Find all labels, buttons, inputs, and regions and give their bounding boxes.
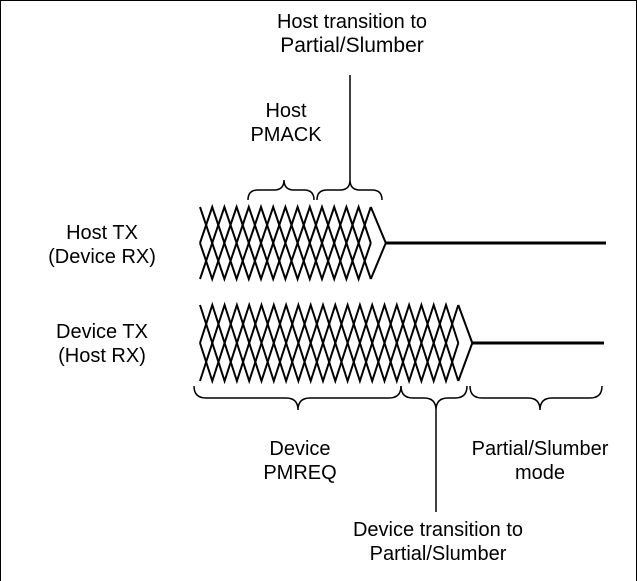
host-tx-label: Host TX (Device RX)	[48, 222, 156, 268]
device-signal-tail	[457, 304, 474, 382]
device-transition-label: Device transition to Partial/Slumber	[352, 519, 524, 565]
device-signal-trace-3	[199, 339, 460, 385]
device-transition-brace	[400, 385, 468, 411]
partial-slumber-brace	[469, 385, 603, 411]
host-signal-trace-1	[199, 239, 372, 283]
device-pmreq-label: Device PMREQ	[263, 438, 337, 484]
partial-slumber-mode-label: Partial/Slumber mode	[471, 438, 609, 484]
host-tx-signal	[199, 203, 387, 283]
host-transition-brace	[316, 179, 383, 201]
device-signal-trace-2	[199, 301, 460, 347]
device-tx-signal	[199, 301, 474, 385]
host-pmack-label: Host PMACK	[250, 100, 322, 146]
device-pmreq-brace	[193, 385, 402, 411]
host-signal-tail	[369, 206, 387, 280]
host-pmack-brace	[247, 179, 315, 201]
host-signal-trace-2	[199, 203, 372, 247]
host-signal-trace-3	[199, 239, 372, 283]
device-tx-label: Device TX (Host RX)	[56, 321, 148, 367]
host-transition-label: Host transition to Partial/Slumber	[276, 11, 428, 57]
